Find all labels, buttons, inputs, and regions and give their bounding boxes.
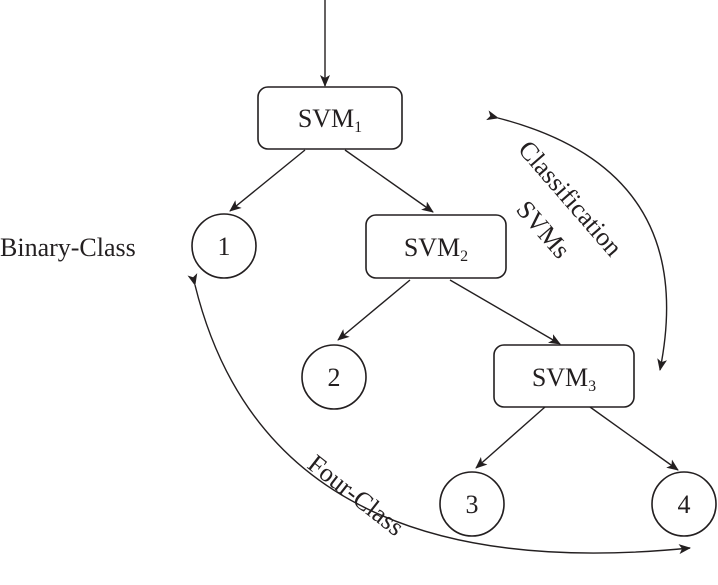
svm-node-2: SVM2 [365,214,507,279]
edge-svm3-to-class3 [475,406,546,469]
edge-svm2-to-svm3 [449,279,561,345]
svm-node-1: SVM1 [257,86,403,150]
class-node-1: 1 [191,213,257,279]
edge-svm2-to-class2 [337,279,411,341]
four-class-curve [187,273,691,555]
svm-node-1-label: SVM1 [298,104,362,136]
class-node-2: 2 [301,344,367,410]
svm-node-3: SVM3 [493,344,635,408]
class-node-4: 4 [651,471,717,537]
class-node-4-label: 4 [678,490,691,519]
class-node-1-label: 1 [218,232,231,261]
class-node-3-label: 3 [466,490,479,519]
edge-svm1-to-class1 [229,149,306,212]
svm-node-2-label: SVM2 [404,233,468,265]
class-node-3: 3 [439,471,505,537]
four-class-label: Four-Class [302,449,409,542]
edge-svm1-to-svm2 [344,149,434,213]
svm-node-3-label: SVM3 [532,363,596,395]
binary-class-label: Binary-Class [0,233,136,262]
edge-svm3-to-class4 [589,406,679,471]
class-node-2-label: 2 [328,363,341,392]
